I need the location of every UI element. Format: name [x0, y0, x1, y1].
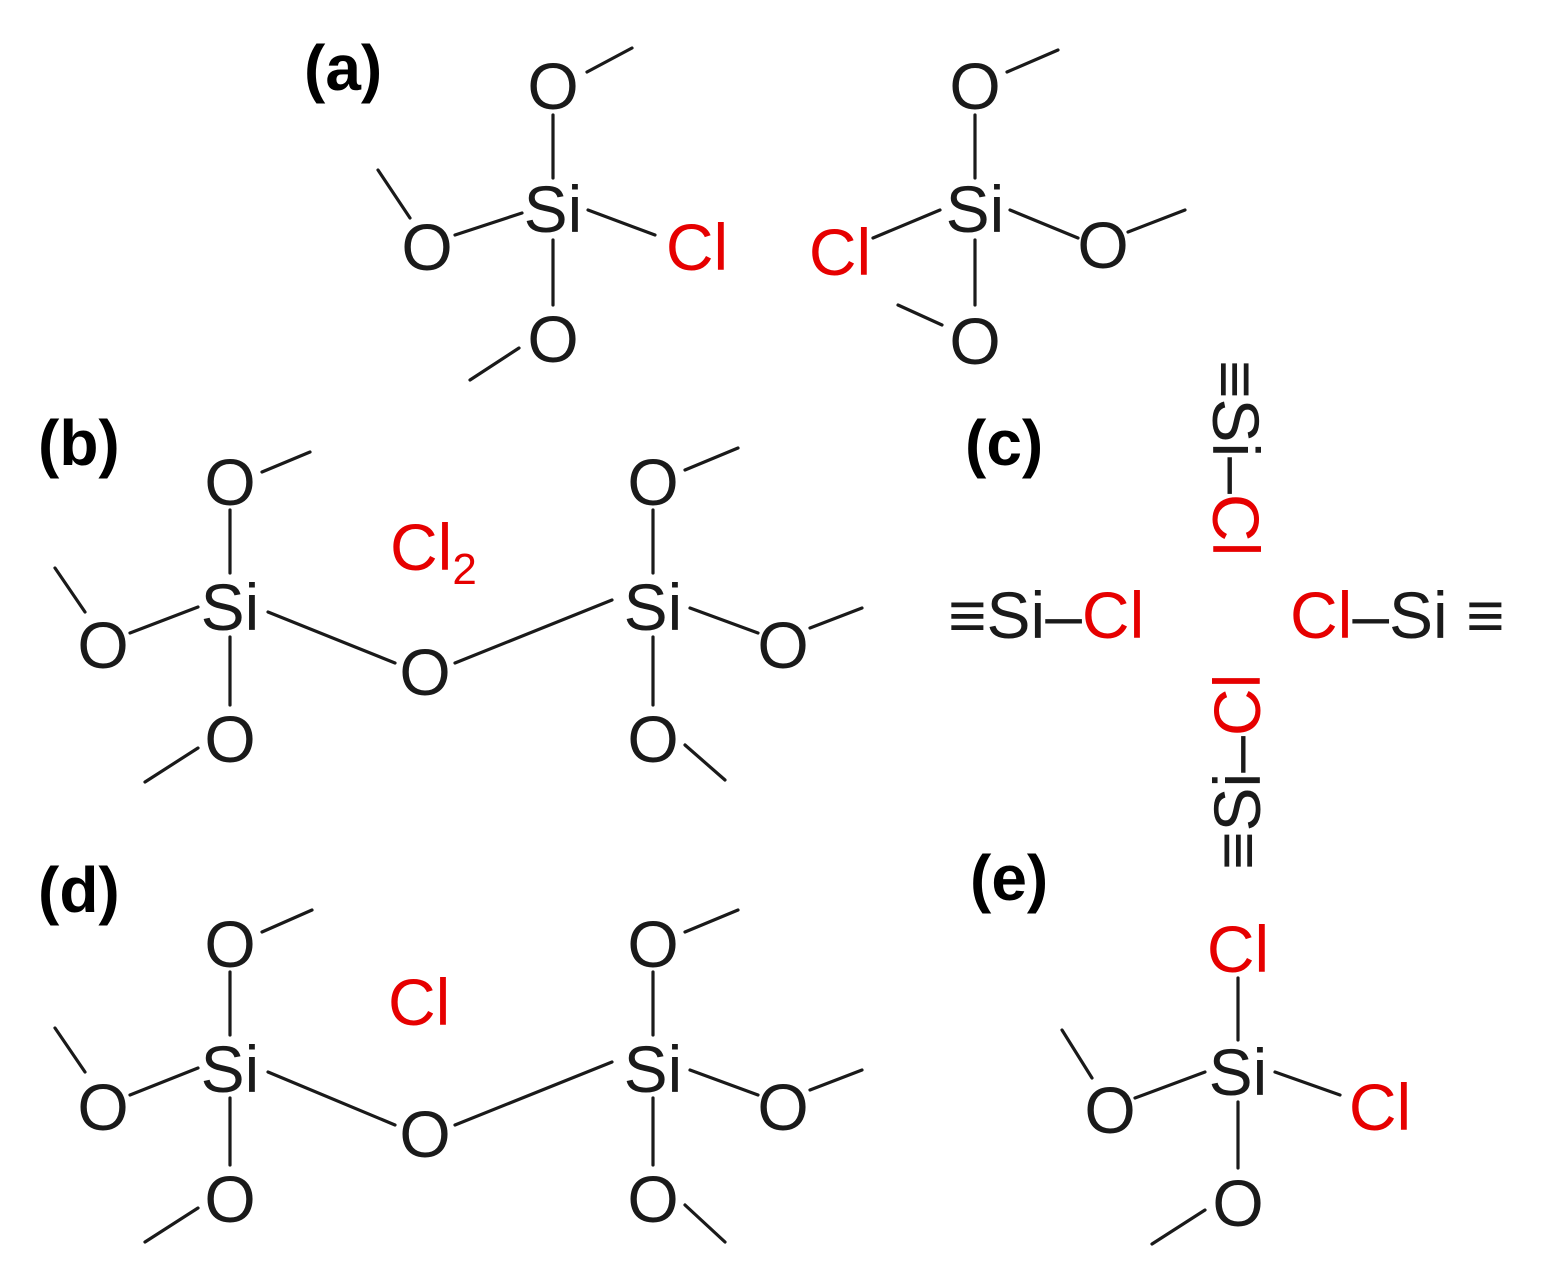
group-right: Cl–Si ≡: [1290, 578, 1505, 652]
bond: [53, 1026, 87, 1074]
bond: [1133, 1070, 1207, 1100]
atom-o: O: [757, 608, 808, 682]
atom-cl: Cl: [666, 210, 728, 284]
bond: [1273, 1070, 1342, 1097]
bond: [260, 450, 312, 474]
bond: [683, 446, 740, 472]
atom-o: O: [949, 304, 1000, 378]
species-cl2: Cl2: [390, 510, 477, 594]
atom-si: Si: [201, 1032, 260, 1106]
species-cl: Cl: [388, 965, 450, 1039]
bond: [688, 1068, 760, 1097]
atom-o-bridge: O: [399, 1097, 450, 1171]
atom-cl: Cl: [809, 215, 871, 289]
group-left: ≡Si–Cl: [948, 578, 1144, 652]
bond: [585, 46, 634, 74]
bond: [1060, 1028, 1094, 1080]
bond: [683, 743, 727, 782]
bond: [683, 908, 740, 934]
panel-c: (c) ≡Si–Cl Cl–Si ≡ ≡Si–Cl ≡Si–Cl: [948, 360, 1505, 870]
atom-o: O: [1212, 1166, 1263, 1240]
bond: [1008, 208, 1080, 240]
atom-o: O: [949, 49, 1000, 123]
panel-label-d: (d): [38, 854, 120, 926]
atom-si: Si: [1209, 1035, 1268, 1109]
bond: [260, 908, 314, 934]
panel-label-e: (e): [970, 842, 1048, 914]
bond: [453, 1060, 614, 1127]
panel-label-a: (a): [304, 32, 382, 104]
group-bottom: ≡Si–Cl: [1200, 674, 1274, 870]
atom-o: O: [1077, 208, 1128, 282]
panel-b: (b) O Si O O O Cl2 O Si O O: [38, 407, 864, 784]
bond: [871, 208, 942, 240]
bond: [896, 303, 944, 327]
molecule-a1: O Si O Cl O: [376, 46, 728, 382]
bond: [143, 1206, 200, 1244]
bond: [376, 168, 412, 220]
atom-si: Si: [624, 570, 683, 644]
bond: [1126, 208, 1187, 234]
bond: [1150, 1208, 1207, 1246]
atom-o: O: [204, 702, 255, 776]
bond: [128, 1066, 200, 1097]
bond: [468, 346, 521, 382]
bond: [586, 208, 657, 237]
molecule-a2: O Si Cl O O: [809, 48, 1187, 378]
group-top: ≡Si–Cl: [1199, 360, 1273, 556]
bond: [808, 1068, 864, 1092]
panel-e: (e) Cl Si O Cl O: [970, 842, 1411, 1246]
bond: [266, 610, 397, 665]
bond: [128, 605, 200, 635]
panel-label-b: (b): [38, 407, 120, 479]
atom-o: O: [527, 302, 578, 376]
atom-o-bridge: O: [399, 635, 450, 709]
bond: [266, 1070, 397, 1127]
atom-o: O: [627, 702, 678, 776]
bond: [688, 606, 760, 635]
bond: [453, 598, 614, 665]
atom-o: O: [204, 445, 255, 519]
atom-o: O: [1084, 1073, 1135, 1147]
atom-o: O: [627, 907, 678, 981]
atom-o: O: [77, 1070, 128, 1144]
bond: [143, 746, 200, 784]
atom-o: O: [204, 907, 255, 981]
atom-cl: Cl: [1207, 912, 1269, 986]
bond: [683, 1203, 727, 1244]
panel-a: (a) O Si O Cl O O Si Cl: [304, 32, 1187, 382]
atom-o: O: [527, 49, 578, 123]
atom-o: O: [204, 1162, 255, 1236]
bond: [53, 566, 87, 614]
atom-o: O: [627, 445, 678, 519]
atom-cl: Cl: [1349, 1070, 1411, 1144]
panel-d: (d) O Si O O O Cl O Si O O: [38, 854, 864, 1244]
atom-si: Si: [624, 1032, 683, 1106]
panel-label-c: (c): [965, 407, 1043, 479]
bond: [453, 211, 524, 237]
atom-si: Si: [201, 570, 260, 644]
bond: [808, 606, 864, 630]
bond: [1005, 48, 1060, 74]
atom-si: Si: [524, 172, 583, 246]
atom-o: O: [77, 608, 128, 682]
atom-o: O: [401, 210, 452, 284]
atom-si: Si: [946, 172, 1005, 246]
atom-o: O: [757, 1070, 808, 1144]
atom-o: O: [627, 1162, 678, 1236]
